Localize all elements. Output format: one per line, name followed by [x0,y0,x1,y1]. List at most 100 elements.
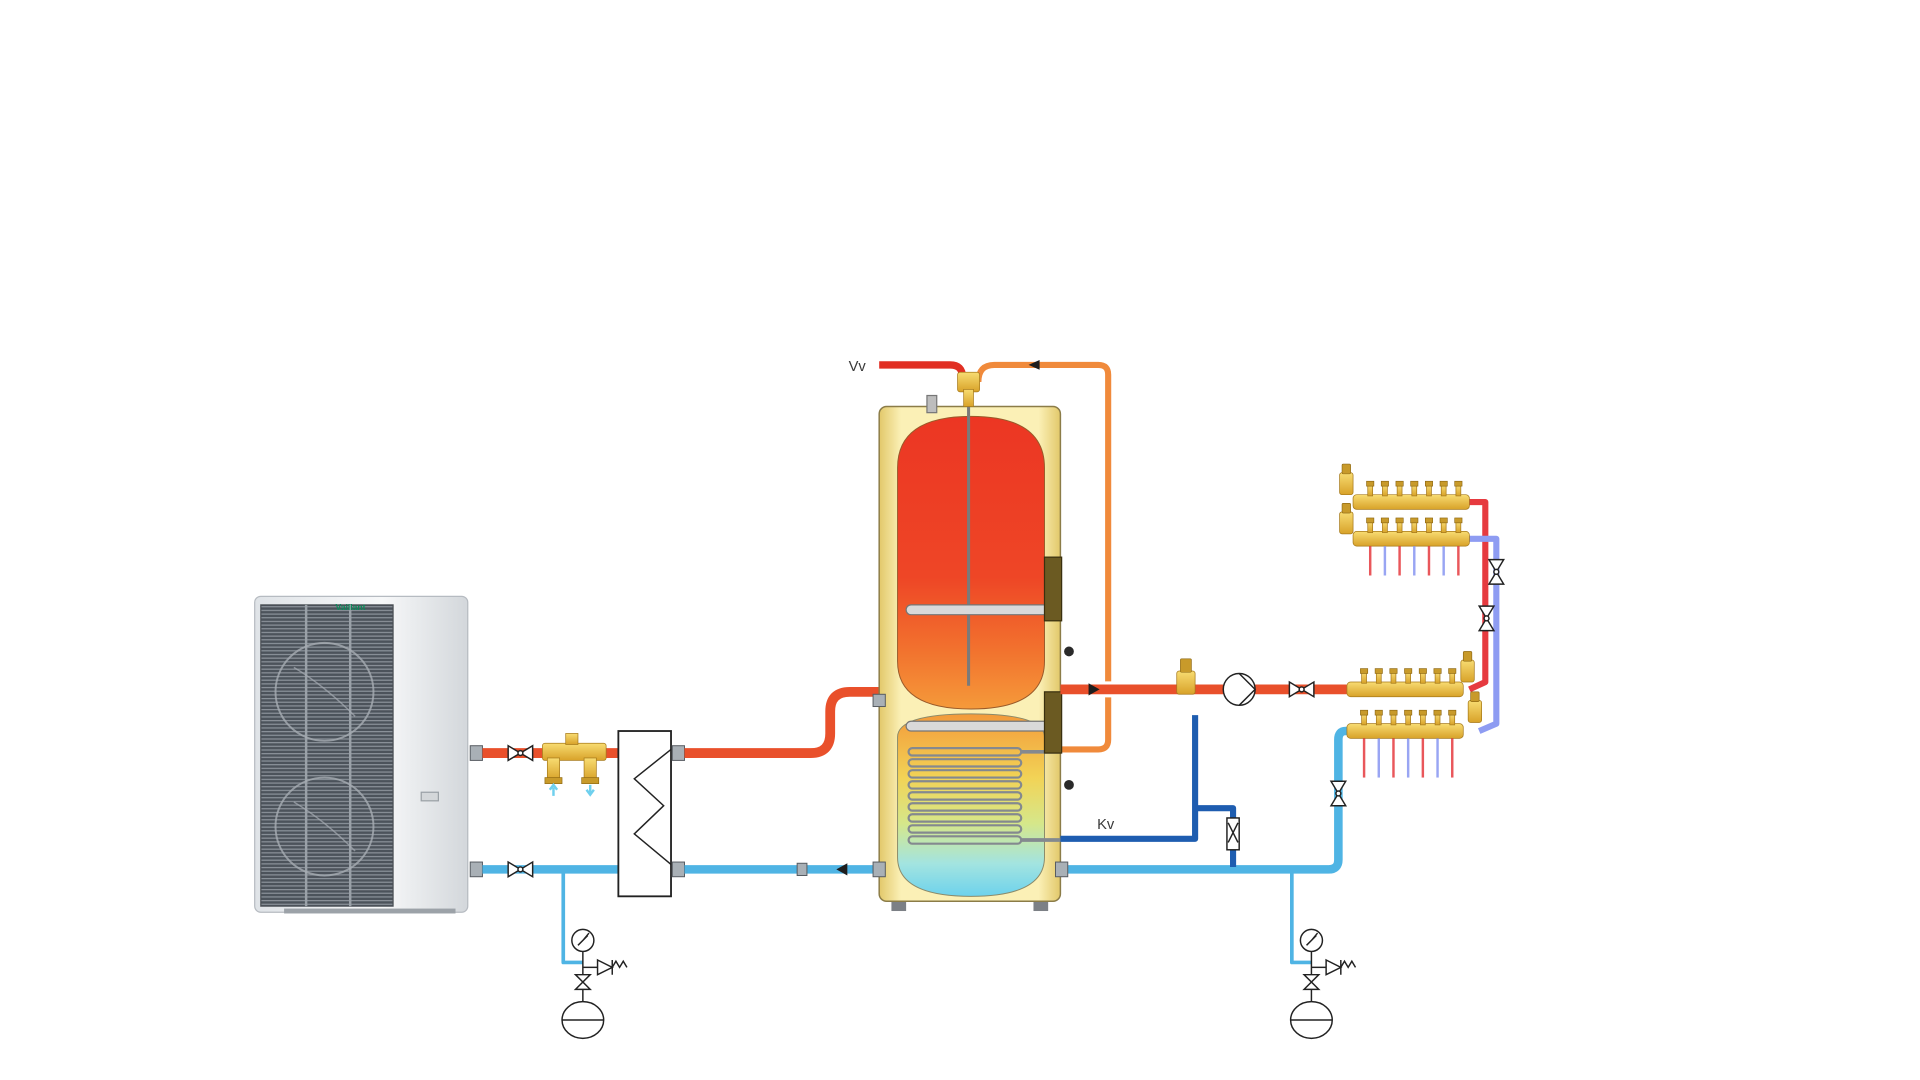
mixing-valve-port [546,757,560,781]
air-vent-icon [1339,511,1354,535]
primary-flow-valve [507,744,534,762]
heating-return-valve [1330,780,1347,807]
manifold-valve-cap [1380,480,1389,487]
manifold-valve-cap [1439,517,1448,524]
fan-icon [274,776,375,877]
coil-loop [907,758,1023,768]
mixing-valve-actuator [565,733,579,745]
manifold-valve-cap [1439,480,1448,487]
expansion-group-secondary [1288,869,1358,1041]
air-vent-icon [1176,658,1196,695]
manifold-valve-stem [1390,671,1397,684]
circulation-pipe [975,361,1112,753]
tank-thermostat-knob [1064,646,1074,657]
pump-icon [1222,672,1257,707]
manifold-valve-cap [1404,709,1413,716]
heat-exchanger-icon [617,730,672,898]
manifold-valve-stem [1449,713,1456,726]
mixing-valve-icon [542,733,607,797]
air-vent-icon [1467,700,1482,723]
manifold-valve-cap [1410,480,1419,487]
heat-pump-base [284,908,456,914]
heat-pump-flow-connector [469,745,483,761]
manifold-valve-stem [1434,671,1441,684]
manifold-valve-cap [1418,709,1427,716]
inflow-arrow-icon [548,782,559,796]
manifold-valve-stem [1405,713,1411,726]
upper-vessel [897,415,1045,710]
manifold-valve-stem [1367,521,1374,534]
heat-exchanger-body [617,730,672,898]
manifold-valve-cap [1425,517,1433,524]
manifold-air-vent [1460,651,1482,723]
heating-flow-valve [1288,681,1315,698]
air-vent-icon [1339,472,1354,496]
manifold-valve-stem [1405,671,1411,684]
coil-loop [907,824,1023,834]
manifold-valve-cap [1418,668,1427,674]
manifold-valve-stem [1455,484,1462,497]
manifold-valve-stem [1440,521,1447,534]
coil-loop [907,791,1023,801]
check-valve-mark [1227,822,1239,843]
manifold-valve-stem [1390,713,1397,726]
coil-loop [907,813,1023,823]
air-vent-cap [1462,651,1473,662]
check-valve-icon [1226,817,1240,851]
fan-icon [274,641,375,742]
upper-supply-manifold [1352,480,1470,510]
floor-heating-supply-riser [1468,498,1489,693]
fan-grille [260,604,394,907]
mixing-valve-port [583,757,597,781]
manifold-bar [1346,681,1464,698]
manifold-valve-cap [1454,480,1463,487]
tank-flow-connector [872,693,886,708]
expansion-group-primary [560,869,629,1041]
heating-coil [907,747,1061,845]
coil-loop [907,769,1023,779]
heat-pump-icon: Vaillant [254,595,469,914]
service-label [420,791,439,802]
air-separator-body [1176,670,1196,695]
manifold-valve-cap [1389,668,1398,674]
manifold-valve-cap [1410,517,1419,524]
manifold-valve-cap [1404,668,1413,674]
manifold-valve-cap [1454,517,1463,524]
supply-riser-valve [1478,605,1495,632]
lower-supply-manifold [1346,668,1464,698]
manifold-valve-cap [1380,517,1389,524]
manifold-valve-cap [1425,480,1433,487]
manifold-valve-stem [1396,484,1403,497]
secondary-flow-pipe [684,686,900,758]
fan-blade [293,666,356,852]
floor-heating-return-riser [1469,535,1500,734]
manifold-valve-cap [1448,709,1457,716]
manifold-valve-cap [1448,668,1457,674]
air-separator-cap [1180,658,1192,673]
flow-direction-arrow-icon [836,863,848,876]
manifold-valve-stem [1375,713,1382,726]
manifold-bar [1352,531,1470,547]
hot-water-tee [957,371,980,393]
hx-return-connector [671,861,685,878]
tank-air-vent [926,394,938,414]
manifold-valve-stem [1375,671,1382,684]
tank-thermostat-knob [1064,780,1074,790]
manifold-valve-stem [1361,713,1367,726]
manifold-valve-cap [1374,709,1383,716]
sensor-pocket [1043,556,1063,622]
heat-pump-return-connector [469,861,483,878]
storage-tank-icon [872,371,1074,912]
manifold-valve-cap [1366,480,1375,487]
cold-water-inlet-pipe [1060,715,1199,842]
return-fitting [796,862,808,876]
manifold-valve-stem [1411,521,1418,534]
manifold-valve-stem [1426,484,1432,497]
heat-pump-logo: Vaillant [336,602,366,612]
manifold-valve-stem [1382,484,1388,497]
return-riser-valve [1488,558,1505,585]
heat-exchanger-plates [633,748,672,866]
air-vent-icon [1460,659,1475,683]
